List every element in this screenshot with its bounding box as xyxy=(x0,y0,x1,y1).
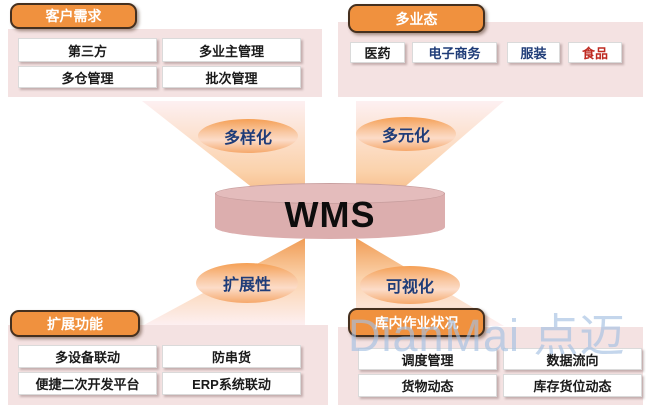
oval-multiformat-label: 多元化 xyxy=(381,128,430,145)
item-box: 服装 xyxy=(507,42,560,63)
oval-extensibility-label: 扩展性 xyxy=(222,277,271,294)
item-box: 多设备联动 xyxy=(18,345,157,368)
item-box: 便捷二次开发平台 xyxy=(18,372,157,395)
item-box: 第三方 xyxy=(18,38,157,62)
oval-diversity-label: 多样化 xyxy=(223,130,272,147)
wms-cylinder: WMS xyxy=(215,183,445,240)
item-box: 货物动态 xyxy=(358,374,497,397)
wms-cylinder-top-ellipse xyxy=(215,183,445,204)
header-business-types: 多业态 xyxy=(348,4,485,33)
header-customer-needs: 客户需求 xyxy=(10,3,137,29)
header-extended-functions: 扩展功能 xyxy=(10,310,140,337)
header-warehouse-status: 库内作业状况 xyxy=(348,308,485,337)
item-box: 库存货位动态 xyxy=(503,374,642,397)
item-box: 医药 xyxy=(350,42,405,63)
oval-multiformat: 多元化 xyxy=(356,117,456,151)
oval-visualization: 可视化 xyxy=(360,266,460,304)
item-box: 电子商务 xyxy=(412,42,497,63)
item-box: 多业主管理 xyxy=(162,38,301,62)
item-box: 调度管理 xyxy=(358,348,497,370)
item-box: 批次管理 xyxy=(162,66,301,88)
item-box: 数据流向 xyxy=(503,348,642,370)
item-box: 防串货 xyxy=(162,345,301,368)
oval-diversity: 多样化 xyxy=(198,119,298,153)
oval-extensibility: 扩展性 xyxy=(196,263,298,303)
item-box: 多仓管理 xyxy=(18,66,157,88)
oval-visualization-label: 可视化 xyxy=(385,279,434,296)
wms-title: WMS xyxy=(284,194,376,235)
item-box: 食品 xyxy=(568,42,622,63)
item-box: ERP系统联动 xyxy=(162,372,301,395)
